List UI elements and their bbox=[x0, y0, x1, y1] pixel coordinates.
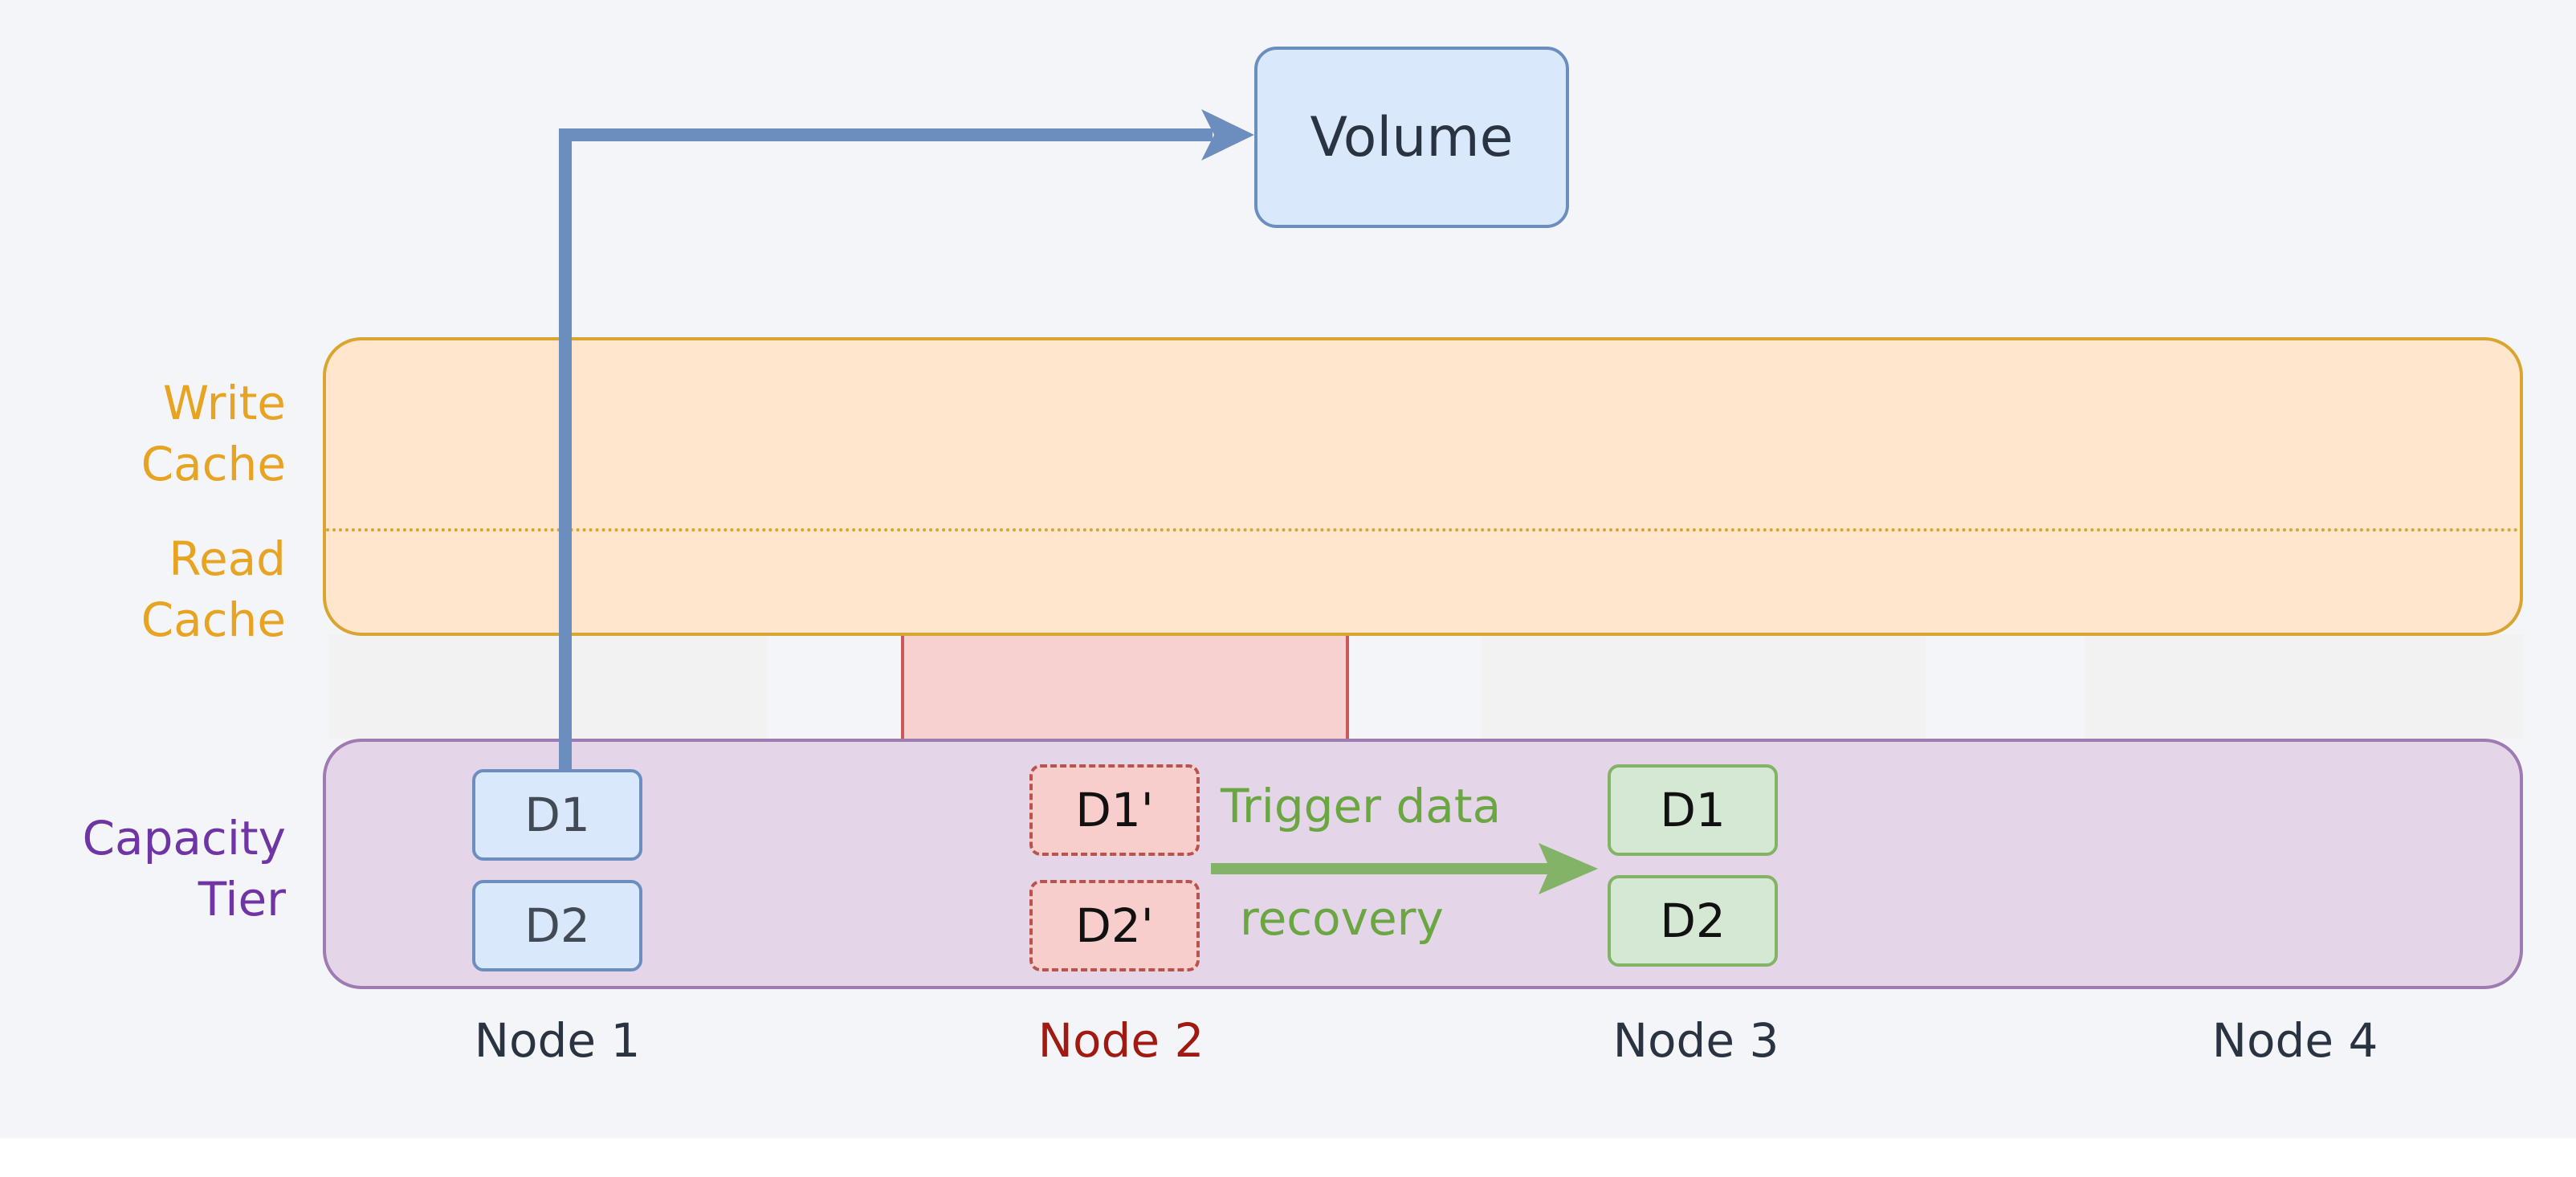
node2-failed-column bbox=[901, 626, 1349, 742]
node1-block-d2: D2 bbox=[472, 880, 642, 971]
node3-block-d1-label: D1 bbox=[1660, 783, 1726, 837]
node2-block-d2-lost-label: D2' bbox=[1075, 898, 1154, 953]
node1-label: Node 1 bbox=[474, 1013, 641, 1068]
capacity-tier-label-line1: Capacity bbox=[82, 811, 286, 865]
write-cache-label-line2: Cache bbox=[141, 437, 286, 491]
volume-box: Volume bbox=[1254, 47, 1569, 228]
node3-label: Node 3 bbox=[1612, 1013, 1779, 1068]
read-cache-label: Read Cache bbox=[13, 528, 286, 650]
recovery-label-line1: Trigger data bbox=[1221, 779, 1502, 833]
node4-label: Node 4 bbox=[2211, 1013, 2378, 1068]
node4-column-gap bbox=[2085, 634, 2523, 739]
node1-column-gap bbox=[329, 634, 768, 739]
node3-block-d1: D1 bbox=[1608, 764, 1778, 856]
volume-label: Volume bbox=[1310, 105, 1514, 169]
recovery-label-line2: recovery bbox=[1240, 891, 1444, 946]
io-path-arrow bbox=[559, 128, 1213, 771]
capacity-tier-label: Capacity Tier bbox=[13, 808, 286, 930]
node3-block-d2-label: D2 bbox=[1660, 894, 1726, 948]
read-cache-label-line1: Read bbox=[169, 531, 286, 586]
node2-label: Node 2 bbox=[1037, 1013, 1204, 1068]
node2-block-d1-lost: D1' bbox=[1029, 764, 1200, 856]
node2-block-d1-lost-label: D1' bbox=[1075, 783, 1154, 837]
node1-block-d2-label: D2 bbox=[524, 898, 590, 953]
cache-tier-box bbox=[323, 337, 2523, 636]
write-cache-label-line1: Write bbox=[162, 376, 286, 430]
node1-block-d1: D1 bbox=[472, 769, 642, 861]
node2-block-d2-lost: D2' bbox=[1029, 880, 1200, 971]
read-cache-label-line2: Cache bbox=[141, 593, 286, 647]
write-cache-label: Write Cache bbox=[13, 373, 286, 495]
cache-divider-line bbox=[326, 528, 2520, 531]
io-path-arrowhead bbox=[1201, 109, 1254, 161]
node1-block-d1-label: D1 bbox=[524, 788, 590, 842]
node3-column-gap bbox=[1481, 634, 1926, 739]
node3-block-d2: D2 bbox=[1608, 875, 1778, 967]
recovery-arrowhead bbox=[1539, 843, 1598, 894]
capacity-tier-label-line2: Tier bbox=[198, 872, 286, 927]
